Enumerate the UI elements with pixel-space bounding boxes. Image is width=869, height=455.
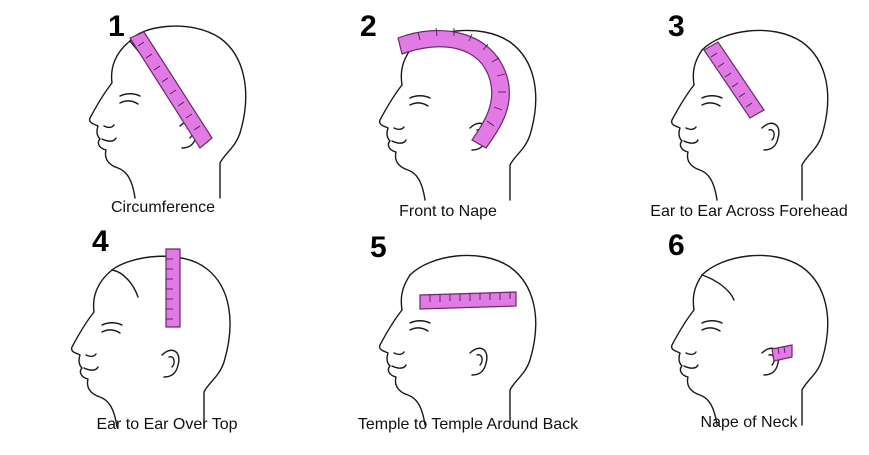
- head-illustration: [378, 27, 537, 201]
- panel-temple-to-temple-around-back: 5 Temple to Temple Around Back: [290, 227, 580, 454]
- measuring-tape-icon: [771, 344, 793, 362]
- step-number: 6: [668, 229, 685, 262]
- head-illustration: [88, 25, 247, 199]
- measuring-tape-icon: [419, 291, 517, 310]
- caption: Ear to Ear Over Top: [96, 416, 238, 433]
- step-number: 4: [92, 225, 109, 258]
- panel-circumference: 1 Circumference: [0, 0, 290, 227]
- measuring-tape-icon: [703, 41, 765, 119]
- measuring-tape-icon: [397, 27, 510, 149]
- caption: Ear to Ear Across Forehead: [650, 203, 848, 220]
- head-illustration: [378, 254, 537, 426]
- caption: Nape of Neck: [700, 414, 798, 431]
- step-number: 2: [360, 10, 377, 43]
- panel-front-to-nape: 2 Front to Nape: [290, 0, 580, 227]
- step-number: 1: [108, 10, 125, 43]
- step-number: 3: [668, 10, 685, 43]
- head-illustration: [70, 248, 231, 428]
- step-number: 5: [370, 231, 387, 264]
- caption: Circumference: [110, 199, 216, 216]
- measuring-tape-icon: [129, 31, 213, 149]
- panel-ear-to-ear-over-top: 4 Ear to Ear Over Top: [0, 227, 290, 454]
- head-illustration: [670, 29, 829, 201]
- caption: Temple to Temple Around Back: [357, 416, 579, 433]
- caption: Front to Nape: [399, 203, 497, 220]
- measuring-tape-icon: [165, 248, 181, 328]
- panel-nape-of-neck: 6 Nape of Neck: [580, 227, 869, 454]
- head-illustration: [670, 254, 829, 426]
- panel-ear-to-ear-across-forehead: 3 Ear to Ear Across Forehead: [580, 0, 869, 227]
